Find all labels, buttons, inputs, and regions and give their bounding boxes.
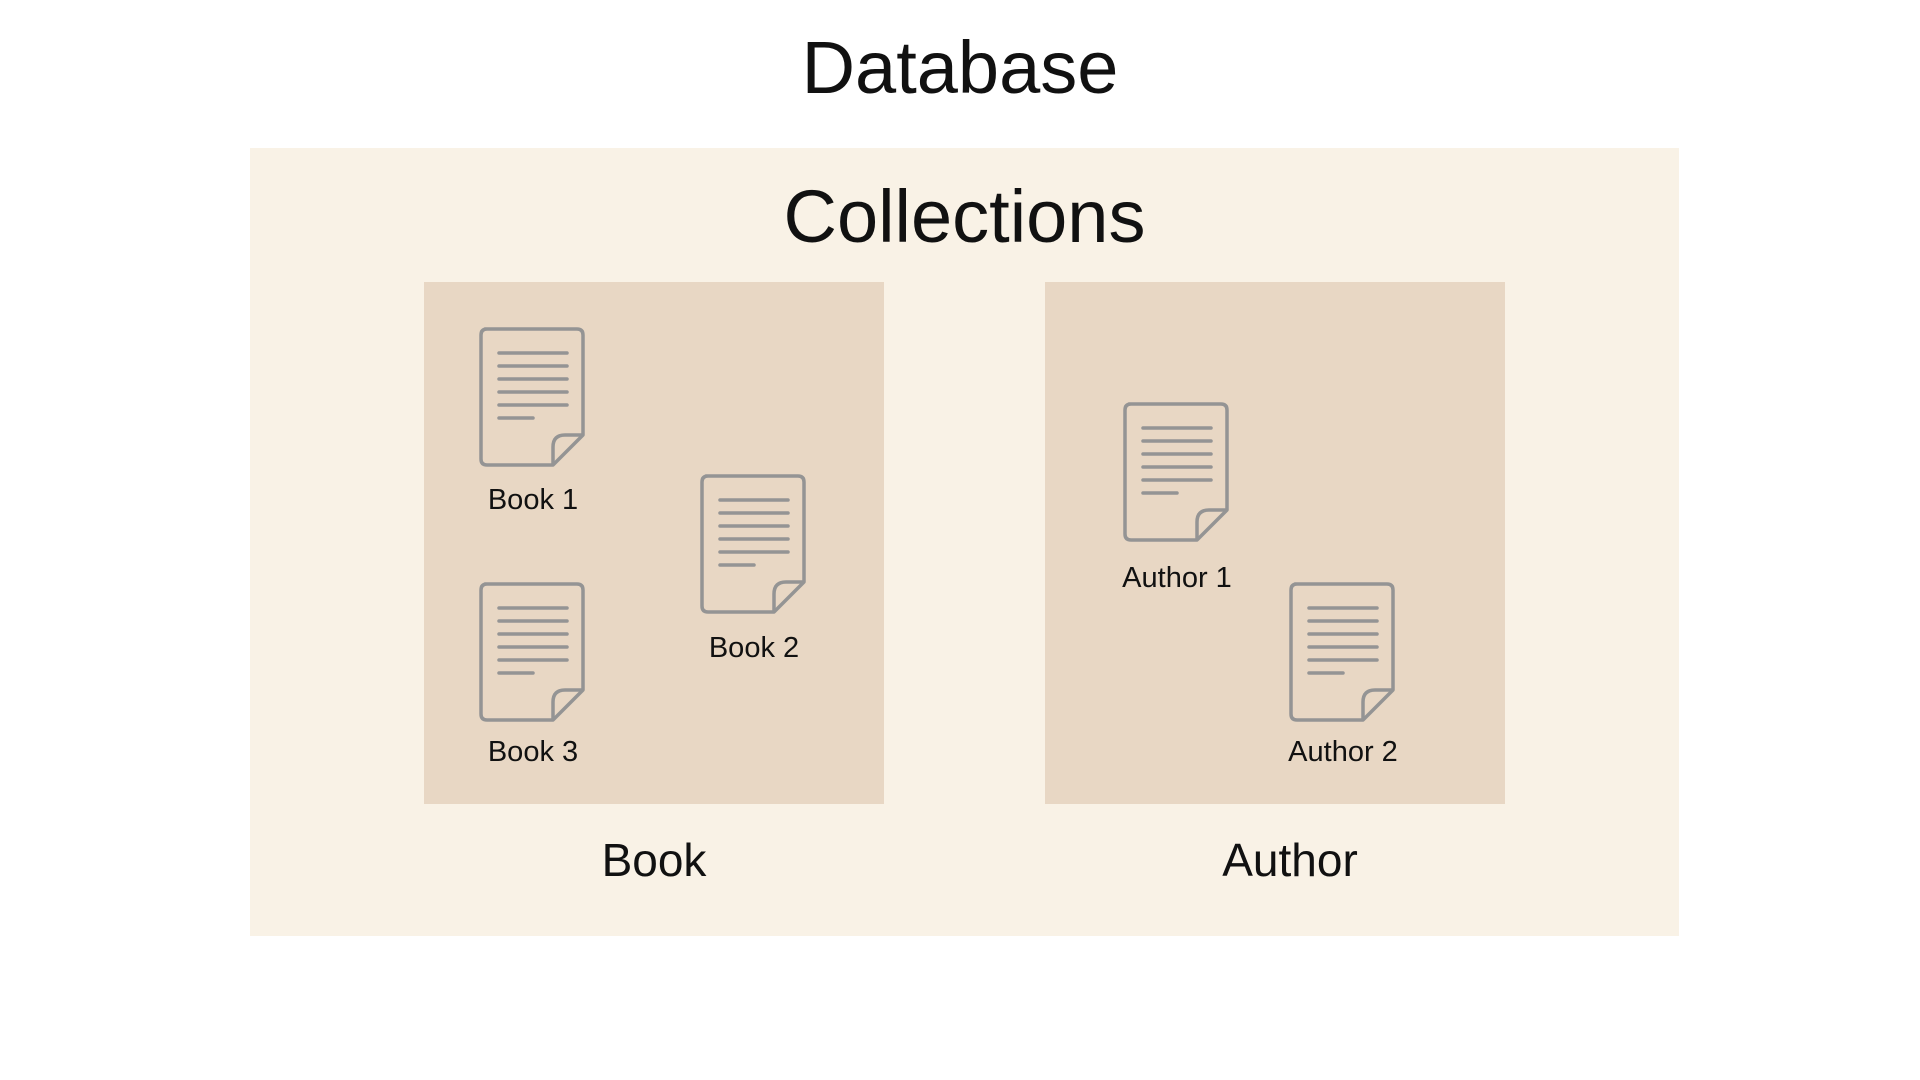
document-icon <box>479 582 587 724</box>
collection-label-book: Book <box>601 834 707 886</box>
collection-box-author: Author 1 Author 2 <box>1045 282 1505 804</box>
document-label-book-1: Book 1 <box>487 484 579 516</box>
collections-title: Collections <box>783 175 1146 258</box>
document-icon <box>1289 582 1397 724</box>
database-panel: Collections Book 1 <box>250 148 1679 936</box>
document-label-book-3: Book 3 <box>487 736 579 768</box>
database-title: Database <box>801 26 1119 109</box>
collection-box-book: Book 1 Book 2 <box>424 282 884 804</box>
document-icon <box>700 474 808 616</box>
document-icon <box>479 327 587 469</box>
document-label-book-2: Book 2 <box>708 632 800 664</box>
document-label-author-2: Author 2 <box>1288 736 1398 768</box>
collection-label-author: Author <box>1222 834 1358 886</box>
document-icon <box>1123 402 1231 544</box>
document-label-author-1: Author 1 <box>1122 562 1232 594</box>
